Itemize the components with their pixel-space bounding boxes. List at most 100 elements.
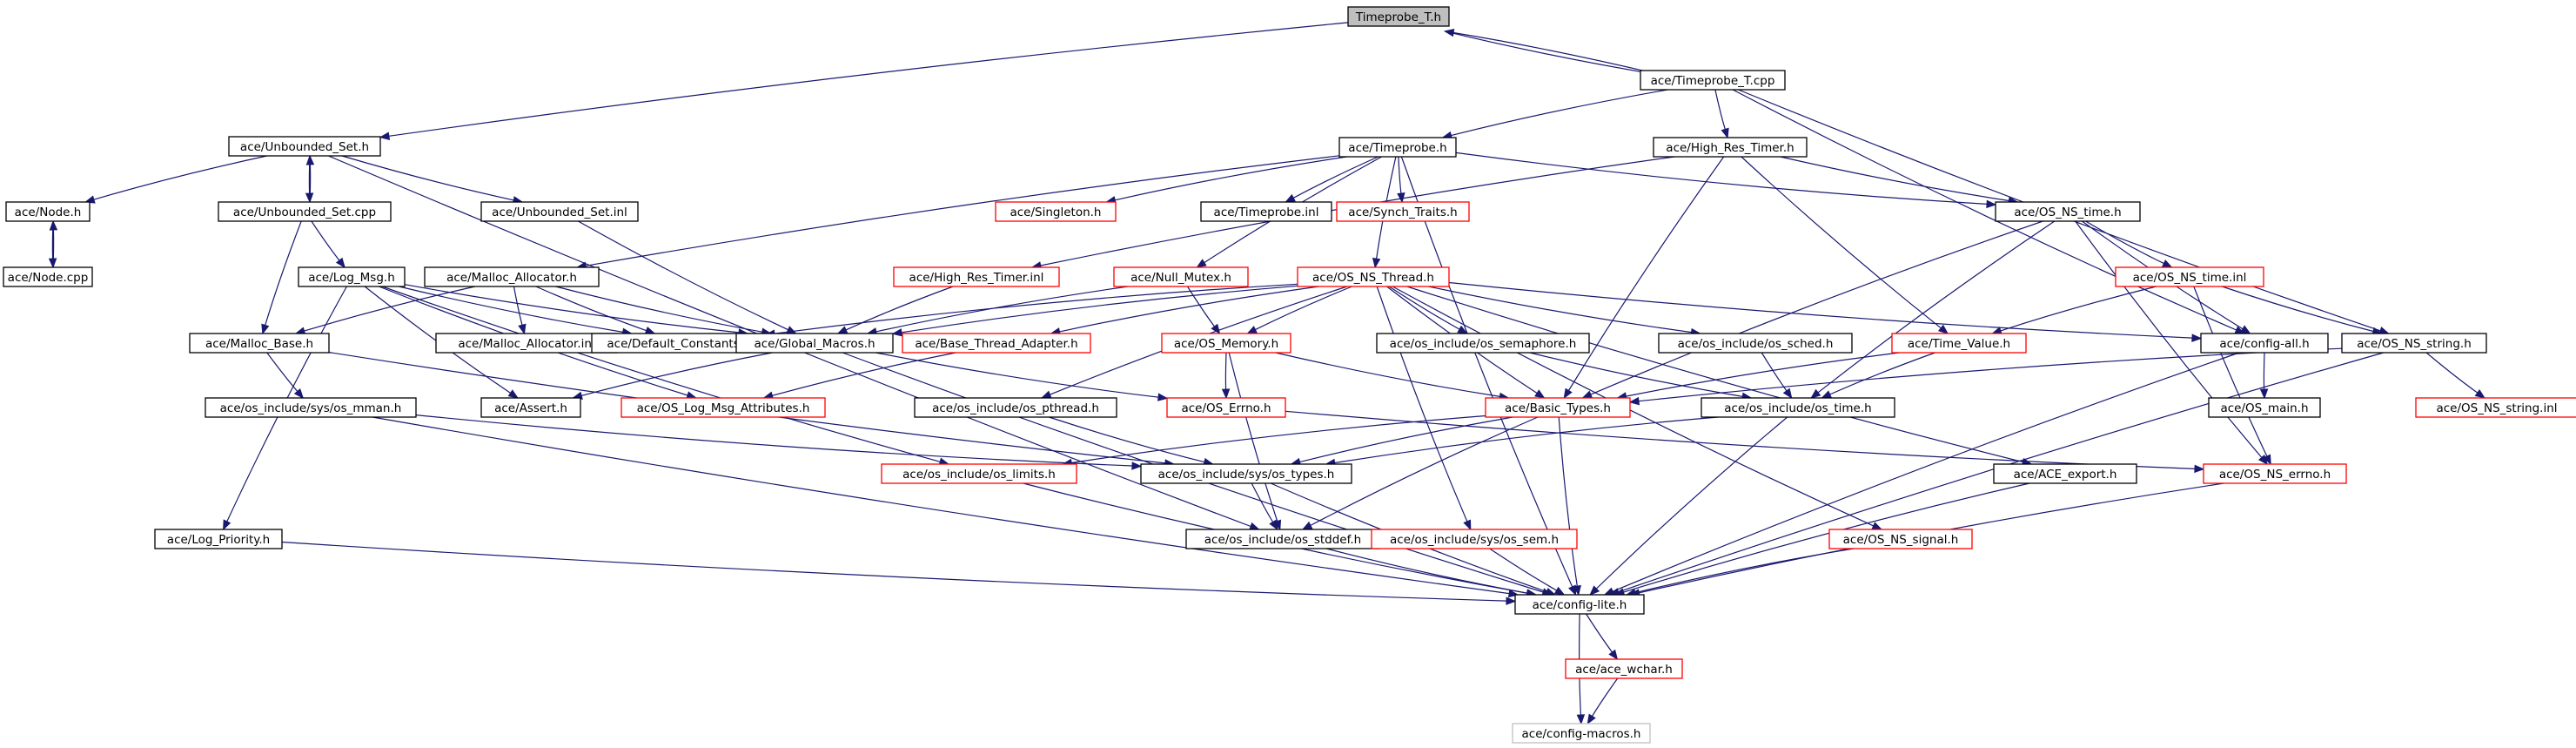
- file-node-box: [995, 201, 1117, 222]
- file-node-os-semaphore-h[interactable]: ace/os_include/os_semaphore.h: [1376, 333, 1590, 354]
- file-node-os-sched-h[interactable]: ace/os_include/os_sched.h: [1658, 333, 1853, 354]
- file-node-malloc-allocator-inl[interactable]: ace/Malloc_Allocator.inl: [435, 333, 618, 354]
- edge-arrowhead: [1040, 390, 1052, 399]
- file-node-os-ns-errno-h[interactable]: ace/OS_NS_errno.h: [2203, 463, 2347, 484]
- file-node-label: ace/os_include/sys/os_sem.h: [1390, 533, 1559, 547]
- edge-arrowhead: [1628, 396, 1640, 406]
- edge-arrowhead: [1986, 199, 1997, 209]
- file-node-config-lite-h[interactable]: ace/config-lite.h: [1514, 594, 1645, 615]
- edge-arrowhead: [1221, 388, 1231, 400]
- file-node-os-stddef-h[interactable]: ace/os_include/os_stddef.h: [1185, 529, 1380, 549]
- file-node-box: [893, 266, 1060, 287]
- file-node-os-errno-h[interactable]: ace/OS_Errno.h: [1166, 397, 1286, 418]
- edge-line: [1388, 286, 1460, 330]
- file-node-box: [298, 266, 406, 287]
- edge-node_cpp-to-node_h: [49, 219, 58, 268]
- file-node-os-time-h[interactable]: ace/os_include/os_time.h: [1701, 397, 1895, 418]
- file-node-config-all-h[interactable]: ace/config-all.h: [2200, 333, 2329, 354]
- edge-timeprobe_cpp-to-high_res_timer_h: [1714, 89, 1729, 139]
- file-node-label: ace/OS_NS_signal.h: [1843, 533, 1959, 547]
- edge-os_ns_thread_h-to-os_memory_h: [1246, 286, 1352, 334]
- file-node-ace-export-h[interactable]: ace/ACE_export.h: [1993, 463, 2137, 484]
- edge-unbounded_set_cpp-to-log_msg_h: [311, 220, 345, 269]
- file-node-log-msg-h[interactable]: ace/Log_Msg.h: [298, 266, 406, 287]
- edge-line: [772, 352, 956, 396]
- edge-line: [1293, 156, 1379, 199]
- edge-os_memory_h-to-basic_types_h: [1275, 352, 1510, 401]
- edge-os_ns_thread_h-to-ace_export_h: [1406, 286, 2033, 467]
- file-node-box: [424, 266, 600, 287]
- file-node-label: ace/OS_Memory.h: [1174, 337, 1278, 351]
- file-node-base-thread-adapter-h[interactable]: ace/Base_Thread_Adapter.h: [902, 333, 1091, 354]
- file-node-ace-wchar-h[interactable]: ace/ace_wchar.h: [1565, 658, 1683, 679]
- file-node-os-memory-h[interactable]: ace/OS_Memory.h: [1161, 333, 1291, 354]
- file-node-node-h[interactable]: ace/Node.h: [5, 201, 91, 222]
- file-node-label: ace/Malloc_Base.h: [205, 337, 313, 351]
- file-node-malloc-allocator-h[interactable]: ace/Malloc_Allocator.h: [424, 266, 600, 287]
- edge-arrowhead: [1457, 325, 1468, 334]
- file-node-unbounded-set-cpp[interactable]: ace/Unbounded_Set.cpp: [218, 201, 392, 222]
- file-node-os-limits-h[interactable]: ace/os_include/os_limits.h: [881, 463, 1077, 484]
- file-node-os-ns-time-h[interactable]: ace/OS_NS_time.h: [1995, 201, 2141, 222]
- file-node-default-constants-h[interactable]: ace/Default_Constants.h: [591, 333, 767, 354]
- edge-line: [1529, 352, 1743, 397]
- edge-line: [52, 229, 55, 268]
- file-node-timeprobe-inl[interactable]: ace/Timeprobe.inl: [1200, 201, 1332, 222]
- file-node-basic-types-h[interactable]: ace/Basic_Types.h: [1485, 397, 1631, 418]
- file-node-node-cpp[interactable]: ace/Node.cpp: [3, 266, 93, 287]
- file-node-high-res-timer-inl[interactable]: ace/High_Res_Timer.inl: [893, 266, 1060, 287]
- edge-line: [1285, 410, 2196, 469]
- edge-line: [2075, 220, 2263, 458]
- edge-root-to-timeprobe_cpp: [1445, 30, 1666, 78]
- file-node-sys-os-types-h[interactable]: ace/os_include/sys/os_types.h: [1140, 463, 1352, 484]
- file-node-os-ns-thread-h[interactable]: ace/OS_NS_Thread.h: [1297, 266, 1450, 287]
- file-node-os-main-h[interactable]: ace/OS_main.h: [2208, 397, 2321, 418]
- file-node-os-ns-string-inl[interactable]: ace/OS_NS_string.inl: [2415, 397, 2576, 418]
- edge-ace_wchar_h-to-config_macros_h: [1587, 677, 1619, 725]
- file-node-os-ns-signal-h[interactable]: ace/OS_NS_signal.h: [1828, 529, 1973, 549]
- file-node-label: ace/os_include/os_semaphore.h: [1390, 337, 1577, 351]
- file-node-sys-os-mman-h[interactable]: ace/os_include/sys/os_mman.h: [205, 397, 417, 418]
- file-node-singleton-h[interactable]: ace/Singleton.h: [995, 201, 1117, 222]
- edge-arrowhead: [1782, 387, 1793, 400]
- file-node-timeprobe-cpp[interactable]: ace/Timeprobe_T.cpp: [1640, 70, 1786, 91]
- edge-line: [2222, 286, 2374, 333]
- file-node-box: [1376, 333, 1590, 354]
- file-node-label: ace/High_Res_Timer.inl: [909, 271, 1044, 285]
- edge-arrowhead: [1506, 596, 1517, 605]
- edge-line: [93, 155, 267, 200]
- file-node-null-mutex-h[interactable]: ace/Null_Mutex.h: [1113, 266, 1249, 287]
- file-node-os-log-msg-attributes-h[interactable]: ace/OS_Log_Msg_Attributes.h: [621, 397, 826, 418]
- edge-line: [1275, 352, 1500, 397]
- file-node-high-res-timer-h[interactable]: ace/High_Res_Timer.h: [1653, 137, 1808, 158]
- file-node-malloc-base-h[interactable]: ace/Malloc_Base.h: [189, 333, 330, 354]
- file-node-label: ace/os_include/sys/os_mman.h: [220, 401, 402, 415]
- file-node-log-priority-h[interactable]: ace/Log_Priority.h: [154, 529, 283, 549]
- file-node-box: [1336, 201, 1470, 222]
- file-node-os-ns-string-h[interactable]: ace/OS_NS_string.h: [2341, 333, 2487, 354]
- edge-malloc_allocator_h-to-malloc_allocator_inl: [513, 286, 527, 335]
- edge-os_ns_time_h-to-os_time_h: [1810, 220, 2056, 399]
- file-node-unbounded-set-inl[interactable]: ace/Unbounded_Set.inl: [480, 201, 639, 222]
- edge-line: [1714, 89, 1726, 130]
- file-node-unbounded-set-h[interactable]: ace/Unbounded_Set.h: [228, 136, 381, 157]
- edge-arrowhead: [1587, 713, 1596, 725]
- edge-global_macros_h-to-assert_h: [572, 352, 773, 400]
- edge-line: [1334, 416, 1719, 464]
- file-node-box: [1514, 594, 1645, 615]
- file-node-assert-h[interactable]: ace/Assert.h: [480, 397, 581, 418]
- file-node-time-value-h[interactable]: ace/Time_Value.h: [1891, 333, 2027, 354]
- file-node-box: [3, 266, 93, 287]
- edge-log_priority_h-to-config_lite_h: [281, 541, 1517, 605]
- file-node-global-macros-h[interactable]: ace/Global_Macros.h: [735, 333, 894, 354]
- edge-high_res_timer_h-to-os_ns_time_h: [1780, 156, 2019, 206]
- file-node-sys-os-sem-h[interactable]: ace/os_include/sys/os_sem.h: [1371, 529, 1578, 549]
- edge-line: [1251, 482, 1274, 522]
- edge-line: [875, 352, 1159, 398]
- file-node-synch-traits-h[interactable]: ace/Synch_Traits.h: [1336, 201, 1470, 222]
- file-node-os-pthread-h[interactable]: ace/os_include/os_pthread.h: [914, 397, 1117, 418]
- file-node-timeprobe-h[interactable]: ace/Timeprobe.h: [1338, 137, 1457, 158]
- file-node-label: ace/Malloc_Allocator.h: [446, 271, 577, 285]
- file-node-config-macros-h[interactable]: ace/config-macros.h: [1512, 723, 1651, 744]
- file-node-os-ns-time-inl[interactable]: ace/OS_NS_time.inl: [2115, 266, 2264, 287]
